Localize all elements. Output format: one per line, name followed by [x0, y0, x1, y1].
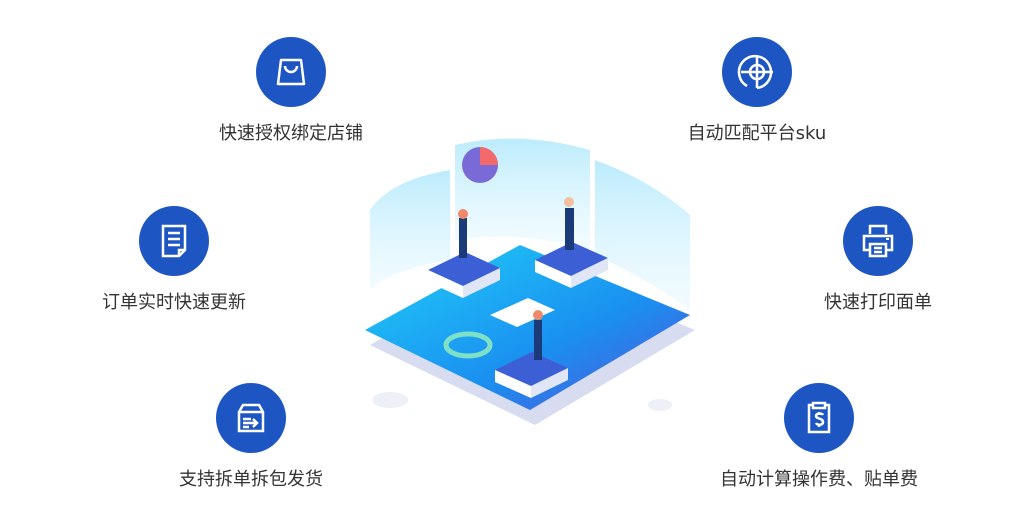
pedestal [535, 242, 608, 288]
printer-icon [843, 206, 913, 276]
document-icon [139, 206, 209, 276]
person [458, 209, 468, 258]
feature-print-waybill: 快速打印面单 [748, 206, 1008, 314]
mini-pie [648, 399, 672, 411]
feature-label: 快速打印面单 [824, 292, 932, 313]
glass-panel [595, 160, 690, 310]
isometric-platform-illustration [365, 138, 695, 425]
pedestal [495, 352, 568, 398]
feature-order-update: 订单实时快速更新 [44, 206, 304, 314]
feature-label: 自动匹配平台sku [687, 123, 827, 144]
box-arrow-icon [216, 383, 286, 453]
feature-label: 支持拆单拆包发货 [179, 469, 323, 490]
mini-pie [372, 392, 408, 408]
feature-split-shipping: 支持拆单拆包发货 [121, 383, 381, 491]
glass-panel [370, 170, 450, 290]
ring-chart [443, 331, 493, 359]
card [490, 298, 555, 327]
feature-label: 快速授权绑定店铺 [219, 123, 363, 144]
dollar-clipboard-icon [784, 383, 854, 453]
feature-sku-match: 自动匹配平台sku [627, 37, 887, 145]
person [533, 310, 543, 360]
feature-store-binding: 快速授权绑定店铺 [161, 37, 421, 145]
person [564, 197, 574, 250]
shopping-bag-icon [256, 37, 326, 107]
feature-label: 订单实时快速更新 [102, 292, 246, 313]
feature-fee-calc: 自动计算操作费、贴单费 [689, 383, 949, 491]
pedestal [428, 252, 500, 298]
feature-label: 自动计算操作费、贴单费 [720, 469, 918, 490]
target-icon [722, 37, 792, 107]
